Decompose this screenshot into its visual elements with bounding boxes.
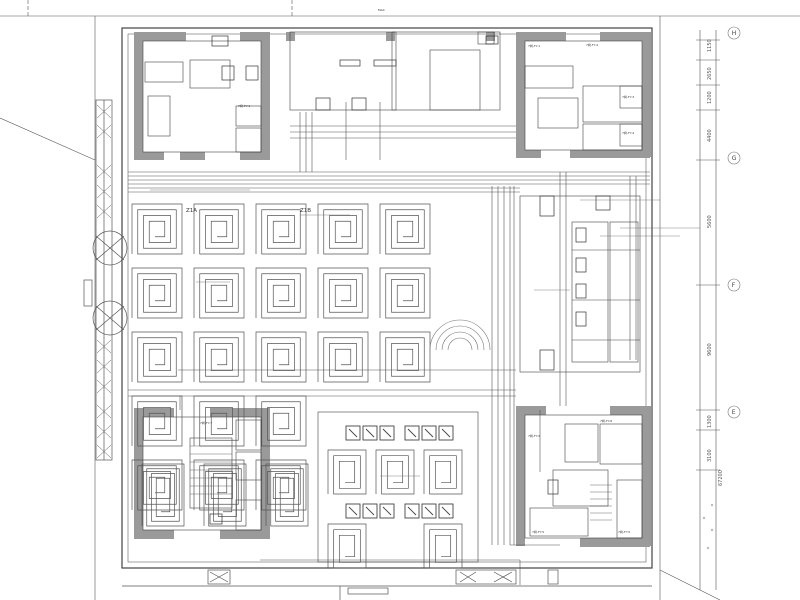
- floor-heating-coils: [131, 203, 463, 569]
- dim-1150: 1150: [707, 39, 713, 52]
- core-rooms: [142, 31, 643, 539]
- heating-coil: [317, 331, 369, 383]
- heating-coil: [423, 449, 463, 495]
- zone-label-z1b: Z1B: [300, 208, 311, 214]
- room-label-stair-ll: 7树-FY-7: [200, 420, 212, 425]
- pipe-runs: [128, 102, 650, 585]
- heating-coil: [255, 331, 307, 383]
- pipe-bends: [429, 319, 491, 351]
- top-dimension-label: MAX: [378, 8, 385, 12]
- dim-5600: 5600: [707, 215, 713, 228]
- room-label-lr-2: 7树-FY-5: [532, 529, 544, 534]
- heating-coil: [379, 203, 431, 255]
- dim-3100: 3100: [707, 449, 713, 462]
- heating-coil: [131, 267, 183, 319]
- heating-coil: [379, 267, 431, 319]
- room-label-stair-lr-b: 7树-FY-6: [600, 418, 612, 423]
- heating-coil: [131, 203, 183, 255]
- heating-coil: [193, 267, 245, 319]
- dim-2650: 2650: [707, 67, 713, 80]
- walls: [134, 32, 651, 547]
- room-label-lr: 7树-FY-5: [618, 529, 630, 534]
- heating-coil: [193, 331, 245, 383]
- heating-coil: [317, 267, 369, 319]
- heating-coil: [375, 449, 415, 495]
- heating-coil: [193, 203, 245, 255]
- room-label-stair-lr-a: 7树-FY-5: [528, 433, 540, 438]
- zone-label-z1a: Z1A: [186, 208, 197, 214]
- heating-coil: [255, 267, 307, 319]
- heating-coil: [255, 459, 307, 511]
- axis-bubble-f: F: [732, 282, 736, 289]
- heating-coil: [423, 523, 463, 569]
- annotation-strokes: [150, 189, 700, 477]
- room-label-stair-ur-c: 7树-FY-3: [622, 94, 634, 99]
- dim-1200: 1200: [707, 91, 713, 104]
- heating-coil: [255, 203, 307, 255]
- dim-4400: 4400: [707, 129, 713, 142]
- heating-coil: [141, 463, 185, 527]
- heating-coil: [203, 463, 247, 527]
- heating-coil: [265, 463, 309, 527]
- equipment-units: [209, 35, 611, 525]
- dim-total-67200: 67200: [718, 470, 724, 486]
- heating-coil: [317, 203, 369, 255]
- room-label-stair-ur-a: 7树-FY-1: [528, 43, 540, 48]
- heating-coil: [327, 449, 367, 495]
- heating-coil: [193, 395, 245, 447]
- dim-9600: 9600: [707, 343, 713, 356]
- heating-coil: [131, 459, 183, 511]
- dim-1300: 1300: [707, 415, 713, 428]
- heating-coil: [131, 395, 183, 447]
- labels: MAX Z1A Z1B 7树-FY-1 7树-FY-1 7树-FY-2 7树-F…: [186, 8, 634, 534]
- heating-coil: [193, 459, 245, 511]
- room-label-stair-ur-b: 7树-FY-2: [586, 42, 598, 47]
- heating-coil: [327, 523, 367, 569]
- right-axis: H G F E 1150 2650 1200 4400 5600 9600 13…: [696, 26, 741, 590]
- heating-coil: [255, 395, 307, 447]
- axis-bubble-g: G: [732, 155, 737, 162]
- bottom-facade: [122, 569, 652, 600]
- lower-equipment-room: [317, 411, 479, 563]
- axis-bubble-e: E: [732, 409, 736, 416]
- room-label-stair-ur-d: 7树-FY-4: [622, 130, 634, 135]
- left-facade: [83, 99, 128, 461]
- axis-bubble-h: H: [732, 30, 737, 37]
- heating-coil: [131, 331, 183, 383]
- heating-coil: [379, 331, 431, 383]
- room-label-stair-ul: 7树-FY-1: [238, 103, 250, 108]
